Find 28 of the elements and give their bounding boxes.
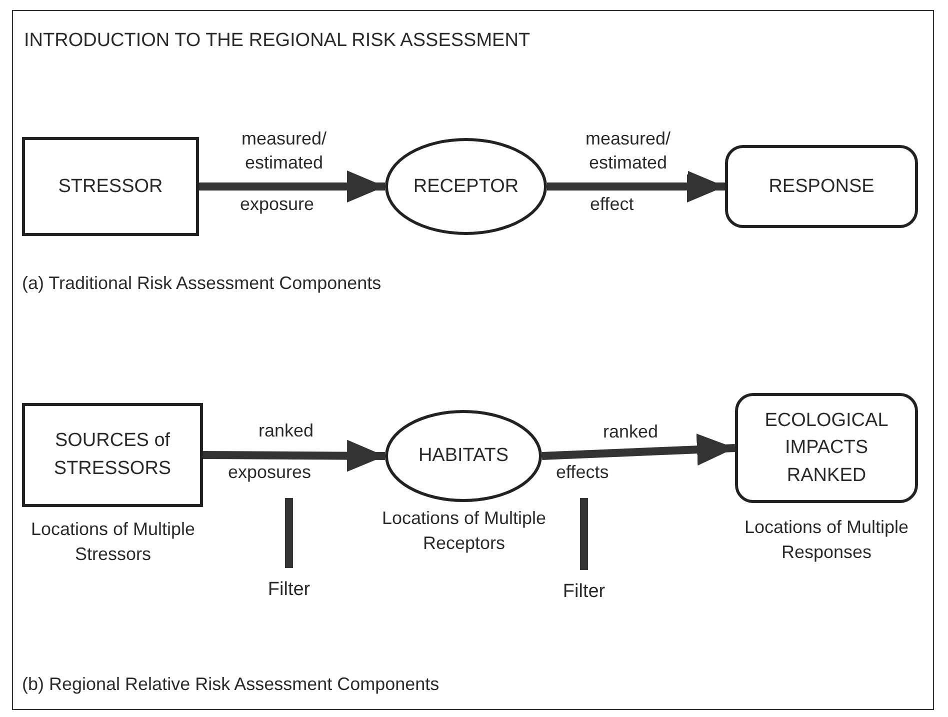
arrow-sublabel: exposures <box>228 461 312 484</box>
thick-arrow <box>547 170 725 202</box>
arrow-sublabel: exposure <box>240 193 314 216</box>
thick-arrow <box>202 440 386 472</box>
node-text: RECEPTOR <box>412 174 520 199</box>
node-text: RESPONSE <box>768 174 876 199</box>
thick-arrow <box>542 434 736 466</box>
node-text: ECOLOGICAL IMPACTS RANKED <box>764 408 890 488</box>
rounded-box <box>725 145 918 228</box>
arrow-sublabel: effects <box>556 461 609 484</box>
location-note: Locations of Multiple Responses <box>743 516 910 564</box>
thick-arrow <box>199 170 385 202</box>
location-note: Locations of Multiple Stressors <box>30 518 196 566</box>
diagram-title: INTRODUCTION TO THE REGIONAL RISK ASSESSMENT <box>24 30 530 52</box>
node-text: SOURCES of STRESSORS <box>52 429 172 481</box>
node-text: STRESSOR <box>57 174 164 199</box>
filter-bar <box>285 498 293 568</box>
node-text: HABITATS <box>417 444 510 468</box>
filter-bar <box>580 498 588 570</box>
node-text: Filter <box>562 580 606 604</box>
rounded-box <box>735 393 918 503</box>
process-box <box>22 137 199 236</box>
process-box <box>22 403 203 507</box>
panel-caption: (a) Traditional Risk Assessment Components <box>22 272 382 295</box>
location-note: Locations of Multiple Receptors <box>380 507 548 556</box>
arrow-sublabel: effect <box>590 193 634 216</box>
panel-caption: (b) Regional Relative Risk Assessment Components <box>22 673 440 696</box>
node-text: Filter <box>266 578 312 602</box>
